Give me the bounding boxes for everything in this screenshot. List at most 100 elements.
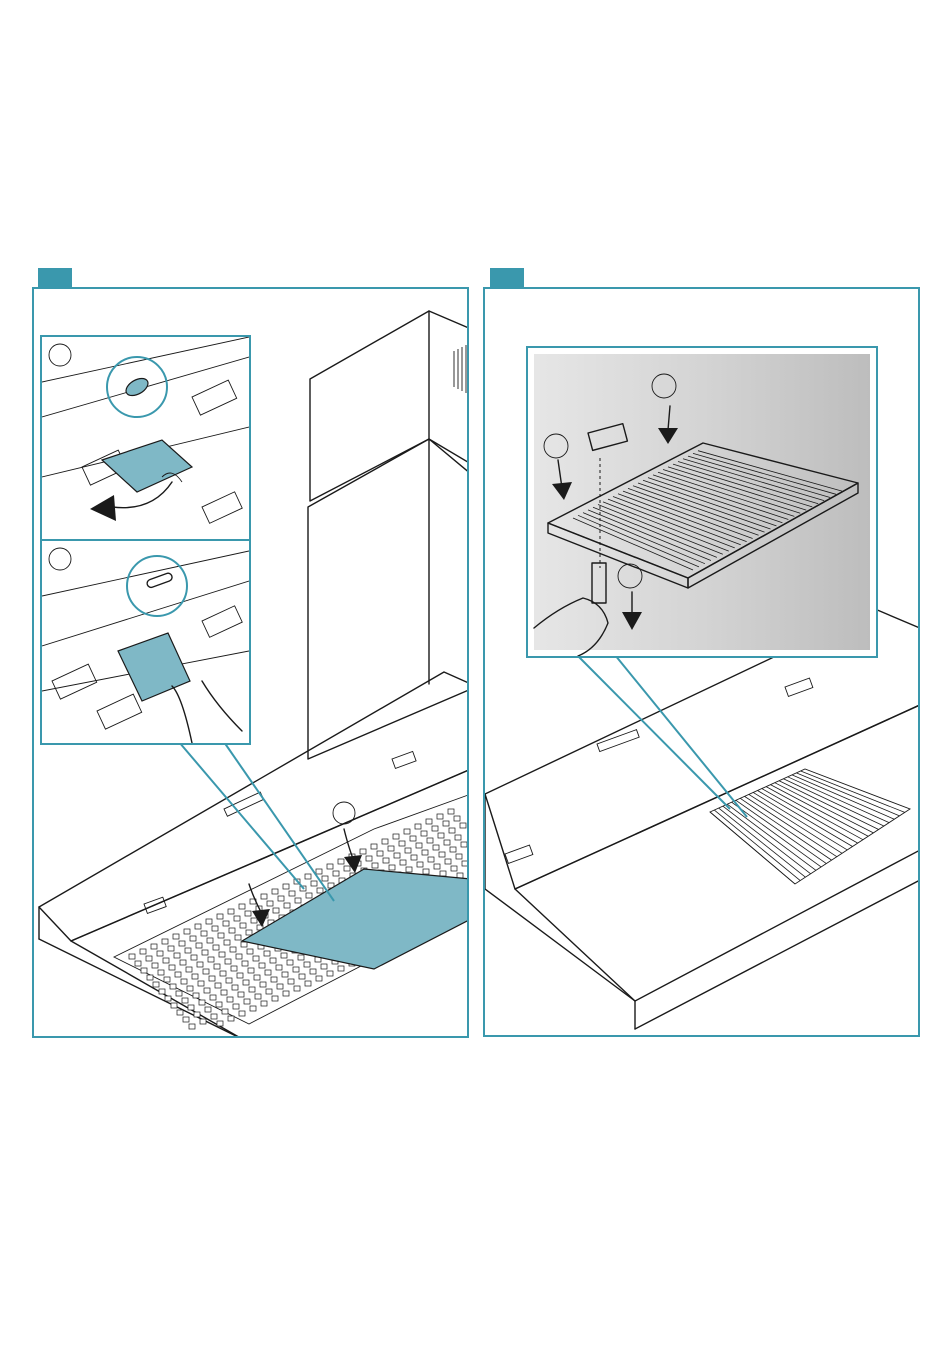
carbon-filter-mat: [242, 869, 469, 969]
filter-cell: [229, 928, 235, 933]
filter-cell: [267, 901, 273, 906]
filter-cell: [190, 936, 196, 941]
mounting-bracket: [588, 424, 627, 451]
filter-cell: [270, 958, 276, 963]
filter-cell: [235, 935, 241, 940]
louvre-slat: [638, 483, 771, 529]
filter-cell: [399, 841, 405, 846]
filter-cell: [272, 889, 278, 894]
filter-cell: [278, 896, 284, 901]
filter-cell: [152, 963, 158, 968]
detail-inset-a: [40, 335, 251, 541]
louvre-slat: [573, 518, 693, 570]
filter-cell: [400, 860, 406, 865]
filter-cell: [327, 864, 333, 869]
detail-inset-b: [40, 539, 251, 745]
filter-cell: [405, 848, 411, 853]
filter-cell: [344, 866, 350, 871]
louvre-slat: [779, 781, 879, 830]
filter-cell: [217, 914, 223, 919]
louvre-slat: [613, 496, 741, 544]
screw: [592, 563, 606, 603]
filter-cell: [203, 969, 209, 974]
filter-cell: [163, 958, 169, 963]
filter-cell: [153, 982, 159, 987]
filter-cell: [165, 996, 171, 1001]
filter-cell: [219, 952, 225, 957]
filter-cell: [284, 903, 290, 908]
filter-cell: [295, 898, 301, 903]
filter-cell: [234, 916, 240, 921]
filter-cell: [233, 1004, 239, 1009]
filter-cell: [273, 908, 279, 913]
filter-cell: [433, 845, 439, 850]
filter-cell: [218, 933, 224, 938]
filter-cell: [462, 861, 468, 866]
filter-cell: [147, 975, 153, 980]
filter-cell: [255, 994, 261, 999]
filter-cell: [437, 814, 443, 819]
filter-cell: [214, 964, 220, 969]
filter-cell: [182, 998, 188, 1003]
filter-cell: [188, 1005, 194, 1010]
filter-cell: [247, 949, 253, 954]
filter-cell: [294, 986, 300, 991]
filter-cell: [443, 821, 449, 826]
louvre-slat: [618, 494, 747, 542]
filter-cell: [460, 823, 466, 828]
filter-cell: [198, 981, 204, 986]
filter-cell: [184, 929, 190, 934]
filter-cell: [451, 866, 457, 871]
filter-cell: [283, 884, 289, 889]
filter-cell: [293, 967, 299, 972]
filter-cell: [371, 844, 377, 849]
filter-cell: [177, 1010, 183, 1015]
filter-cell: [321, 964, 327, 969]
filter-cell: [174, 953, 180, 958]
filter-cell: [406, 867, 412, 872]
finger: [172, 681, 242, 743]
filter-cell: [271, 977, 277, 982]
louvre-slat: [593, 507, 717, 557]
filter-cell: [450, 847, 456, 852]
louvre-slat: [688, 456, 830, 497]
filter-cell: [208, 957, 214, 962]
filter-cell: [439, 852, 445, 857]
filter-cell: [211, 1014, 217, 1019]
filter-cell: [242, 961, 248, 966]
filter-cell: [173, 934, 179, 939]
filter-cell: [175, 972, 181, 977]
louvre-slat: [758, 791, 853, 847]
filter-cell: [164, 977, 170, 982]
filter-cell: [170, 984, 176, 989]
louvre-slat: [698, 451, 842, 491]
filter-cell: [225, 959, 231, 964]
louvre-slat: [633, 486, 765, 532]
filter-cell: [298, 955, 304, 960]
filter-cell: [394, 853, 400, 858]
filter-cell: [240, 923, 246, 928]
louvre-slat: [683, 459, 824, 501]
filter-cell: [241, 942, 247, 947]
filter-cell: [246, 930, 252, 935]
filter-cell: [411, 855, 417, 860]
filter-cell: [186, 967, 192, 972]
filter-cell: [288, 979, 294, 984]
filter-cell: [438, 833, 444, 838]
filter-cell: [202, 950, 208, 955]
step-number-circle: [49, 548, 71, 570]
filter-cell: [272, 996, 278, 1001]
filter-cell: [228, 1016, 234, 1021]
louvre-slat: [588, 510, 711, 561]
filter-cell: [317, 888, 323, 893]
filter-cell: [310, 969, 316, 974]
down-arrow-icon: [622, 592, 642, 630]
filter-cell: [217, 1021, 223, 1026]
filter-cell: [266, 989, 272, 994]
filter-cell: [316, 976, 322, 981]
filter-cell: [226, 978, 232, 983]
filter-cell: [227, 997, 233, 1002]
filter-cell: [189, 1024, 195, 1029]
filter-cell: [245, 911, 251, 916]
filter-cell: [382, 839, 388, 844]
